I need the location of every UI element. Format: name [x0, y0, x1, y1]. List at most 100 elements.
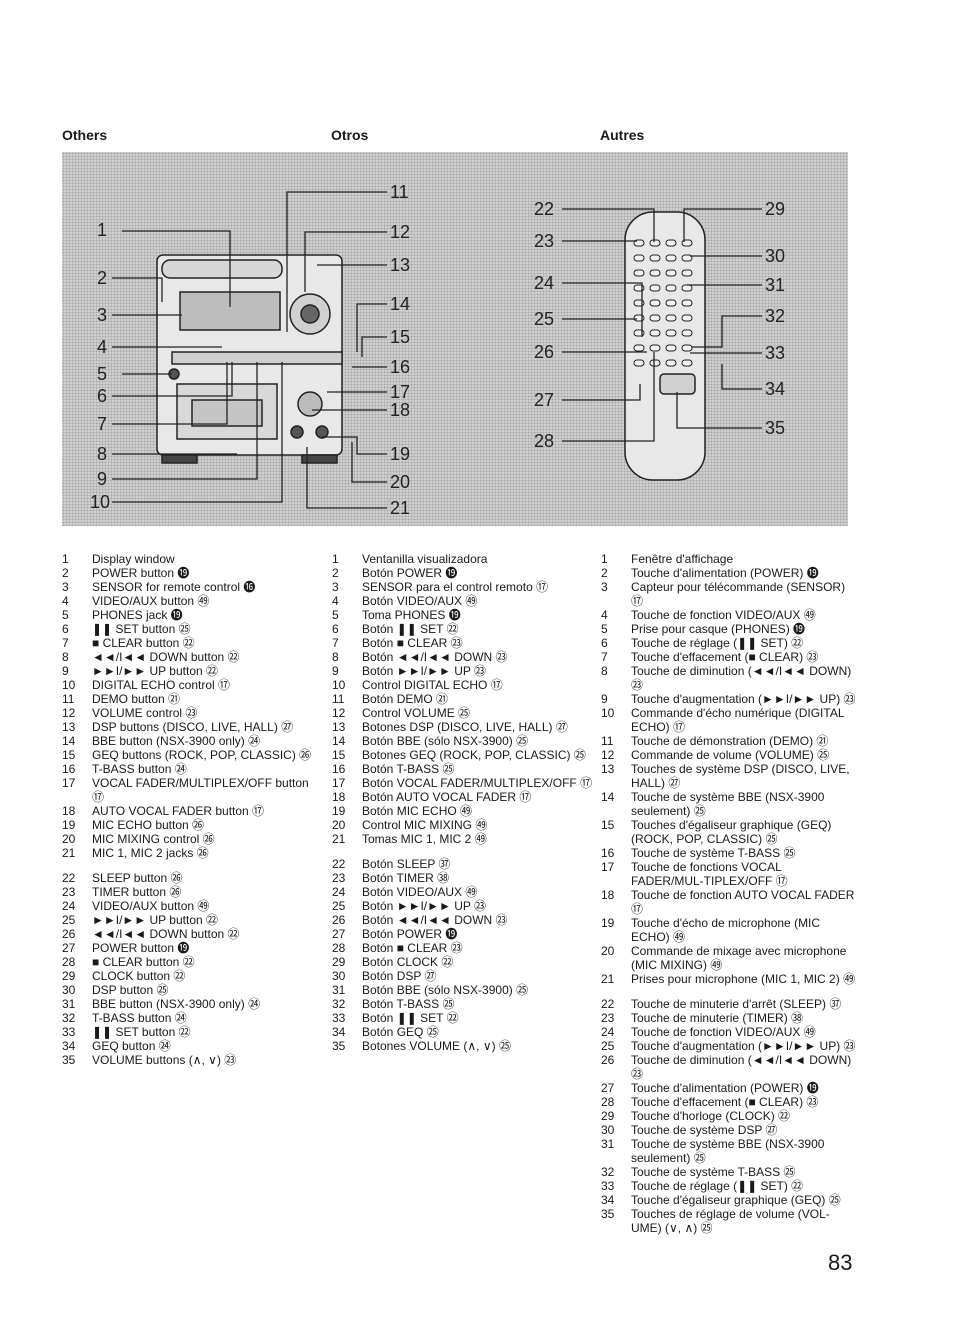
list-item-number: 10 [332, 678, 346, 692]
list-item-text: Botón ■ CLEAR ㉓ [362, 941, 463, 955]
list-item-number: 32 [62, 1011, 76, 1025]
list-item-number: 13 [601, 762, 615, 776]
callout-33: 33 [765, 343, 785, 363]
list-item-number: 28 [332, 941, 346, 955]
list-item-text: Touche d'augmentation (►►I/►► UP) ㉓ [631, 1039, 856, 1053]
list-item-text: Commande de volume (VOLUME) ㉕ [631, 748, 830, 762]
heading-otros: Otros [331, 127, 369, 143]
list-item-text: Toma PHONES ⓳ [362, 608, 461, 622]
callout-29: 29 [765, 199, 785, 219]
list-item-text: Botón POWER ⓳ [362, 566, 458, 580]
list-item-text: Control MIC MIXING ㊾ [362, 818, 488, 832]
callout-19: 19 [390, 444, 410, 464]
callout-12: 12 [390, 222, 410, 242]
callout-14: 14 [390, 294, 410, 314]
callout-31: 31 [765, 275, 785, 295]
list-item-text: T-BASS button ㉔ [92, 1011, 187, 1025]
callout-32: 32 [765, 306, 785, 326]
list-item-number: 16 [332, 762, 346, 776]
list-item-number: 26 [601, 1053, 615, 1067]
list-item-number: 22 [332, 857, 346, 871]
list-item-text: POWER button ⓳ [92, 566, 190, 580]
list-item-number: 16 [601, 846, 615, 860]
list-item-text: Touche de fonctions VOCAL FADER/MUL-TIPL… [631, 860, 788, 888]
list-item: 6 ❚❚ SET button ㉕ [62, 622, 324, 636]
list-item-number: 23 [601, 1011, 615, 1025]
callout-7: 7 [97, 414, 107, 434]
main-unit-leader-lines [112, 191, 387, 509]
list-item-number: 8 [62, 650, 69, 664]
list-item-text: Botón T-BASS ㉕ [362, 762, 455, 776]
list-item-text: Botón ►►I/►► UP ㉓ [362, 664, 486, 678]
list-item-number: 19 [62, 818, 76, 832]
list-item: 9►►I/►► UP button ㉒ [62, 664, 324, 678]
list-item-text: VOLUME control ㉓ [92, 706, 198, 720]
list-item: 35 VOLUME buttons (∧, ∨) ㉓ [62, 1053, 324, 1067]
list-item-number: 11 [62, 692, 75, 706]
callout-23: 23 [534, 231, 554, 251]
list-item-number: 7 [601, 650, 608, 664]
list-item-number: 9 [62, 664, 69, 678]
list-item-number: 12 [62, 706, 76, 720]
list-item-text: VOLUME buttons (∧, ∨) ㉓ [92, 1053, 237, 1067]
callout-26: 26 [534, 342, 554, 362]
list-item-number: 25 [62, 913, 76, 927]
list-item-number: 23 [62, 885, 76, 899]
list-item-text: ◄◄/I◄◄ DOWN button ㉒ [92, 927, 240, 941]
list-item-text: Touche d'alimentation (POWER) ⓳ [631, 566, 819, 580]
callout-3: 3 [97, 305, 107, 325]
list-item-text: Commande d'écho numérique (DIGITAL ECHO)… [631, 706, 845, 734]
list-item-text: ❚❚ SET button ㉕ [92, 622, 191, 636]
list-item-text: GEQ buttons (ROCK, POP, CLASSIC) ㉖ [92, 748, 312, 762]
list-item-number: 6 [62, 622, 69, 636]
list-item-number: 24 [601, 1025, 615, 1039]
callout-24: 24 [534, 273, 554, 293]
list-item-text: Botón VIDEO/AUX ㊾ [362, 885, 478, 899]
remote-leader-lines [562, 208, 762, 442]
list-item-text: Touche de minuterie d'arrêt (SLEEP) ㊲ [631, 997, 842, 1011]
list-item-number: 22 [62, 871, 76, 885]
list-item-text: Botón CLOCK ㉒ [362, 955, 454, 969]
list-item-text: Display window [92, 552, 175, 566]
list-item-number: 35 [62, 1053, 76, 1067]
list-item-number: 17 [332, 776, 346, 790]
list-item-text: Touche de diminution (◄◄/I◄◄ DOWN) ㉓ [631, 664, 852, 692]
list-item-text: Botón BBE (sólo NSX-3900) ㉕ [362, 983, 529, 997]
list-item-number: 27 [601, 1081, 615, 1095]
list-item-text: Touche de diminution (◄◄/I◄◄ DOWN) ㉓ [631, 1053, 852, 1081]
list-item-text: Botón ◄◄/I◄◄ DOWN ㉓ [362, 650, 508, 664]
list-item-text: ■ CLEAR button ㉒ [92, 955, 195, 969]
list-item-number: 12 [601, 748, 615, 762]
list-item-number: 19 [601, 916, 615, 930]
list-item-number: 21 [332, 832, 346, 846]
